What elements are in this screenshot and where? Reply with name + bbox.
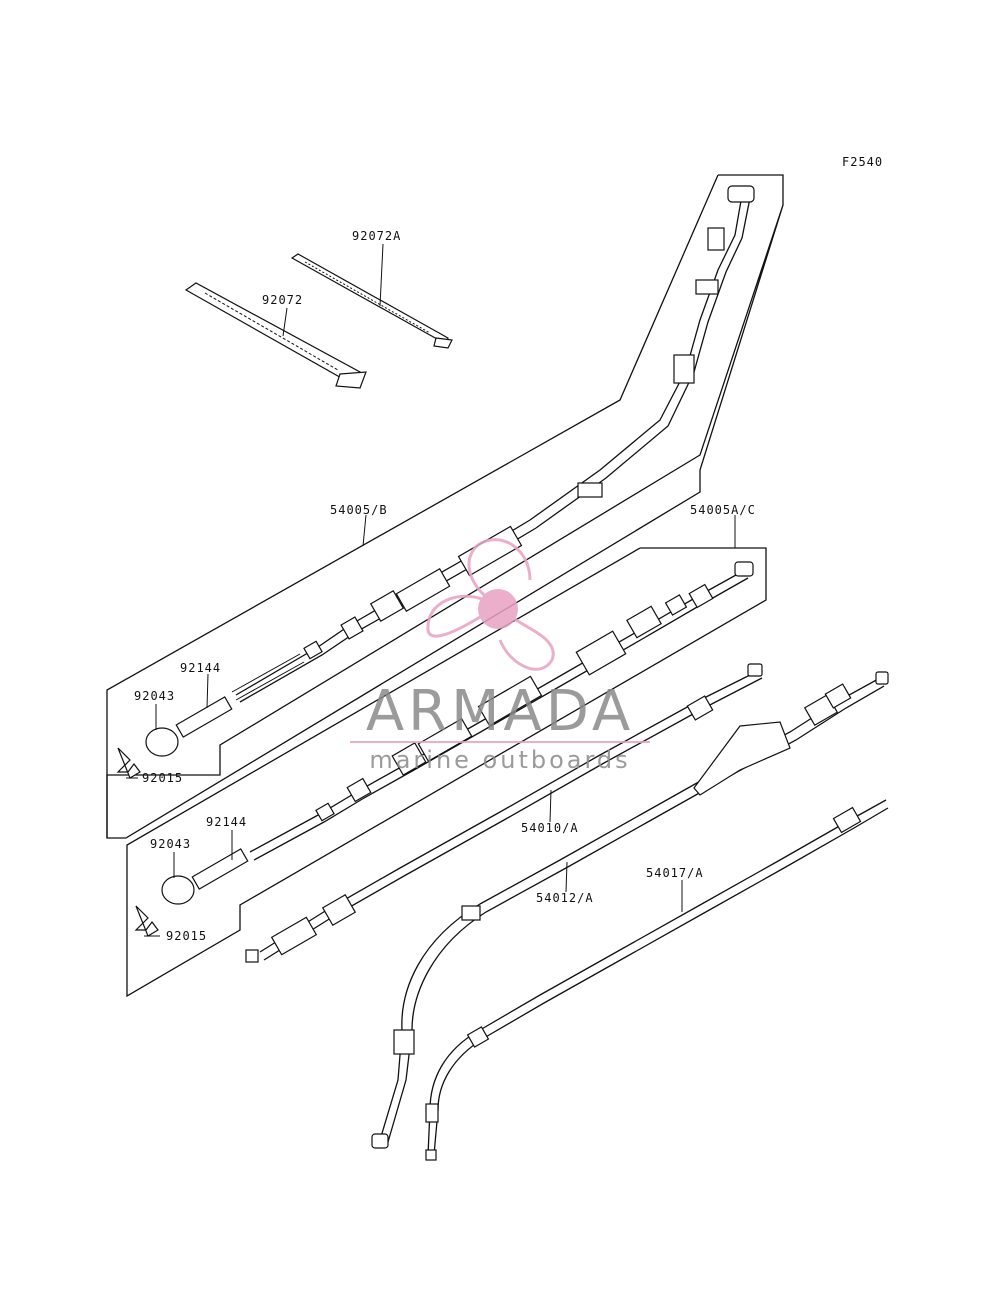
label-92144-bottom: 92144 — [206, 815, 247, 829]
watermark-tagline: marine outboards — [369, 746, 630, 774]
label-54017-a: 54017/A — [646, 866, 704, 880]
label-54005-b: 54005/B — [330, 503, 388, 517]
cable-tie-small — [290, 253, 453, 349]
cable-54017-a — [425, 799, 889, 1161]
holder-92043-bottom — [161, 875, 195, 905]
group-frame-top — [106, 174, 784, 839]
propeller-logo-icon — [426, 538, 555, 671]
cable-54010-a — [245, 663, 763, 963]
spring-92144-bottom — [191, 848, 249, 890]
label-54010-a: 54010/A — [521, 821, 579, 835]
label-92072a: 92072A — [352, 229, 401, 243]
label-92043-bottom: 92043 — [150, 837, 191, 851]
label-54005a-c: 54005A/C — [690, 503, 756, 517]
cable-54005-b — [231, 185, 755, 703]
figure-code: F2540 — [842, 155, 883, 169]
label-92072: 92072 — [262, 293, 303, 307]
label-92015-bottom: 92015 — [166, 929, 207, 943]
label-92043-top: 92043 — [134, 689, 175, 703]
holder-92043-top — [145, 727, 179, 757]
propeller-hub — [478, 589, 518, 629]
leader-lines — [126, 243, 736, 937]
group-frame-bottom — [126, 547, 767, 998]
label-54012-a: 54012/A — [536, 891, 594, 905]
cable-54012-a — [371, 671, 889, 1149]
watermark: ARMADA marine outboards — [350, 538, 650, 774]
cable-54005-ac — [249, 561, 754, 861]
cable-tie-large — [184, 282, 367, 389]
label-92144-top: 92144 — [180, 661, 221, 675]
wingnut-92015-top — [116, 747, 141, 779]
wingnut-92015-bottom — [134, 905, 159, 937]
spring-92144-top — [175, 696, 233, 738]
watermark-brand: ARMADA — [366, 679, 634, 744]
label-92015-top: 92015 — [142, 771, 183, 785]
